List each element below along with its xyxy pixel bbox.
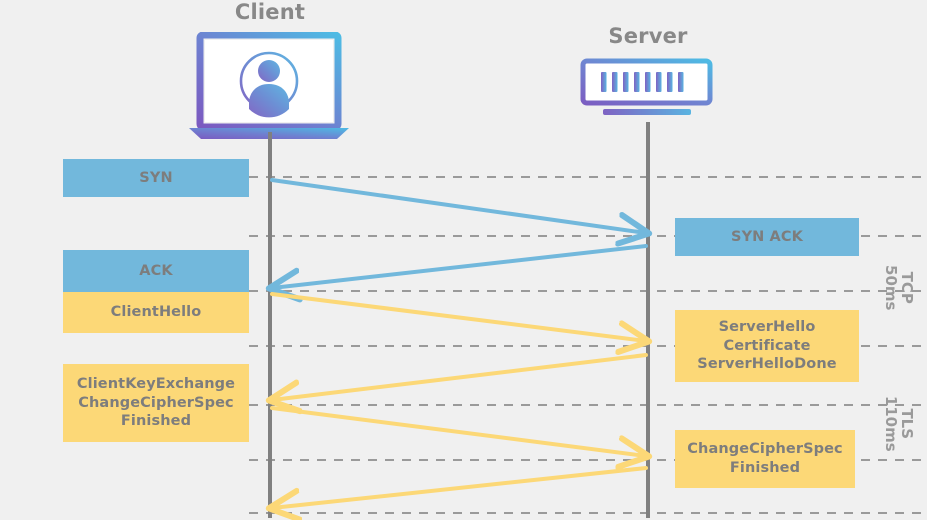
phase-tls-name: TLS (897, 408, 916, 440)
client-title: Client (234, 0, 306, 24)
message-box-ack[interactable]: ACK (63, 250, 249, 292)
arrow-change-cipher-spec (272, 466, 648, 508)
arrow-client-key-exchange (270, 406, 646, 456)
message-box-server-hello[interactable]: ServerHello Certificate ServerHelloDone (675, 310, 859, 382)
phase-tcp-duration: 50ms (882, 265, 900, 311)
laptop-user-icon (183, 31, 355, 142)
arrow-server-hello (272, 353, 648, 400)
message-box-change-cipher-spec[interactable]: ChangeCipherSpec Finished (675, 430, 855, 488)
message-box-client-hello[interactable]: ClientHello (63, 292, 249, 333)
message-box-syn[interactable]: SYN (63, 159, 249, 197)
message-box-client-key-exchange[interactable]: ClientKeyExchange ChangeCipherSpec Finis… (63, 364, 249, 442)
server-title: Server (608, 24, 688, 48)
arrow-client-hello (270, 292, 646, 341)
server-rack-icon (580, 58, 715, 128)
message-box-syn-ack[interactable]: SYN ACK (675, 218, 859, 256)
phase-tcp-name: TCP (897, 271, 916, 304)
phase-tls-duration: 110ms (882, 395, 900, 452)
arrow-syn (270, 178, 646, 233)
phase-label-tcp: TCP 50ms (882, 238, 916, 338)
phase-label-tls: TLS 110ms (882, 374, 916, 474)
arrow-syn-ack (272, 244, 648, 288)
